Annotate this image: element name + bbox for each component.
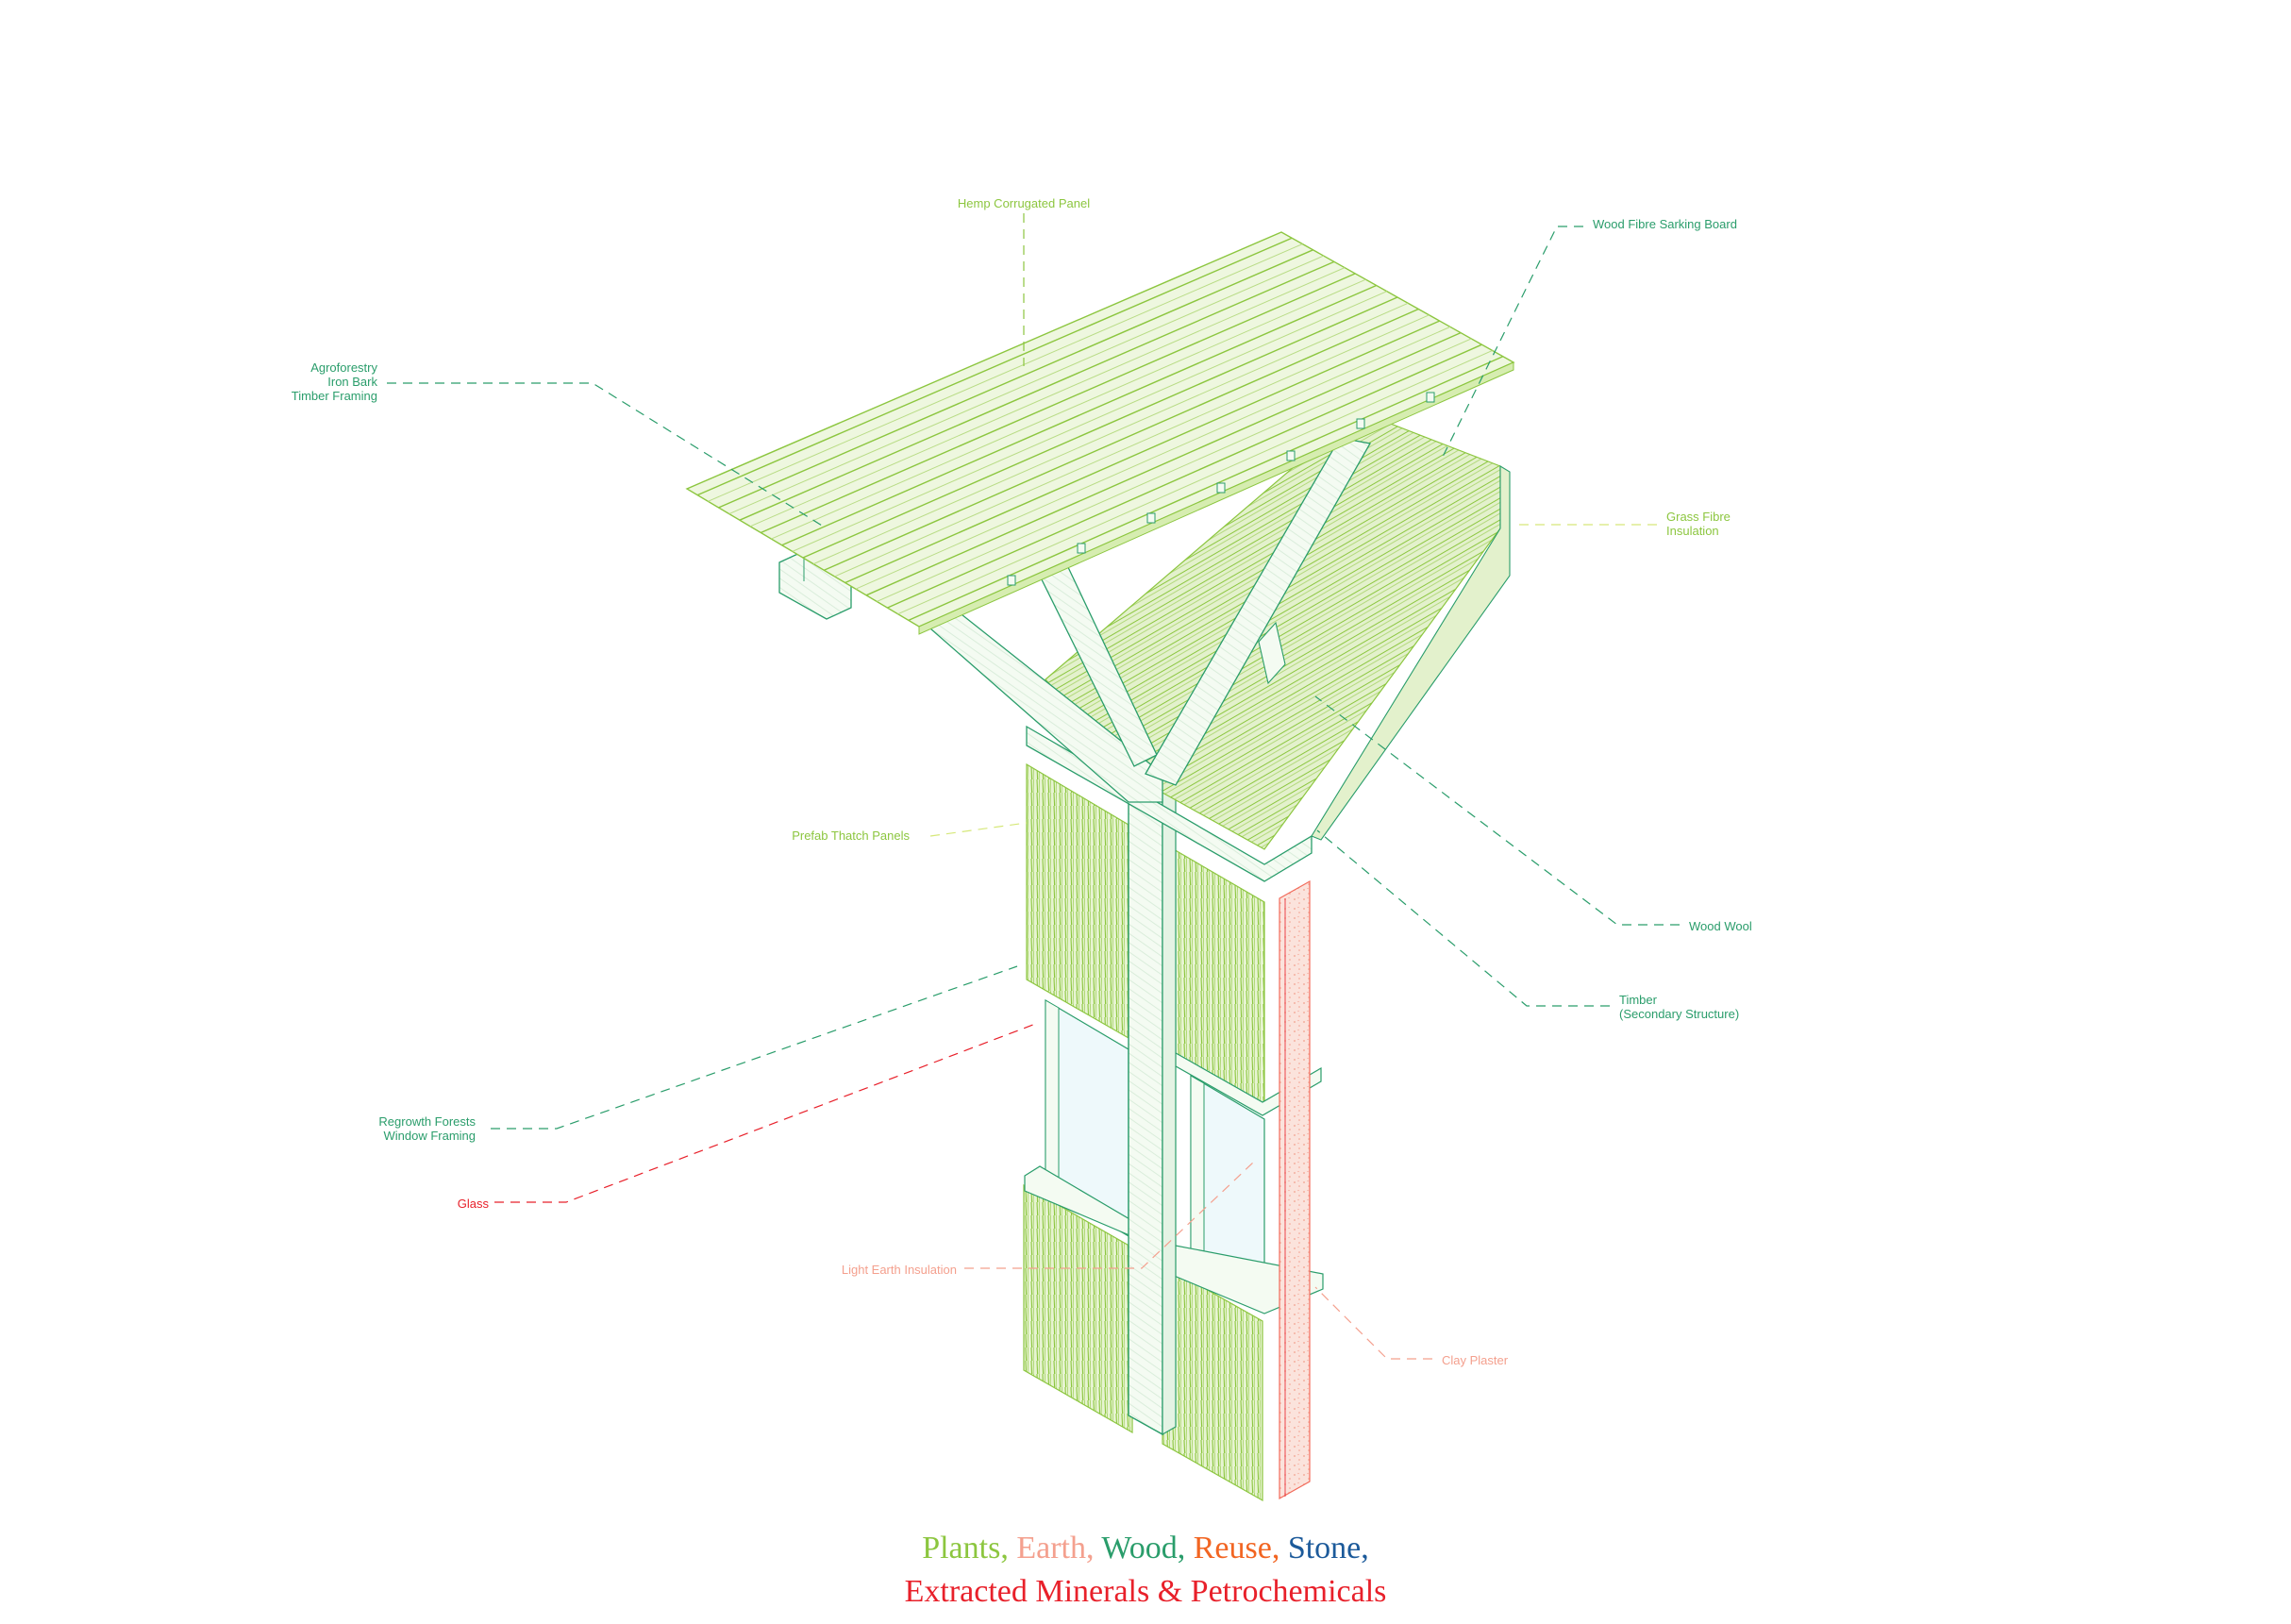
legend-reuse: Reuse,	[1193, 1531, 1280, 1565]
branch-right	[1145, 437, 1372, 786]
corrugation-line	[865, 331, 1462, 596]
thatch-panel-lower-left	[1023, 1183, 1133, 1434]
corrugation-line	[760, 273, 1356, 534]
label-glass: Glass	[457, 1197, 489, 1211]
corrugation-line	[802, 296, 1398, 559]
label-agroforestry-framing: Agroforestry Iron Bark Timber Framing	[291, 360, 377, 403]
leader-timber	[1316, 829, 1610, 1007]
leader-light-earth	[964, 1162, 1254, 1269]
corrugation-line	[844, 320, 1441, 584]
corrugation-line	[696, 237, 1293, 496]
corrugation-lines	[696, 237, 1504, 622]
legend-stone: Stone,	[1287, 1531, 1369, 1565]
corrugation-line	[718, 249, 1313, 509]
corrugation-line	[834, 314, 1430, 578]
leader-wood-wool	[1314, 695, 1680, 926]
thatch-panel-upper-left	[1026, 762, 1129, 1040]
timber-post-side	[1162, 783, 1177, 1436]
leader-thatch	[929, 822, 1028, 837]
label-grass-fibre-insulation: Grass Fibre Insulation	[1666, 510, 1731, 538]
leader-regrowth	[491, 965, 1018, 1130]
corrugation-line	[792, 291, 1388, 552]
corrugation-line	[887, 343, 1482, 609]
legend-plants: Plants,	[922, 1531, 1009, 1565]
corrugation-line	[708, 243, 1303, 502]
clay-plaster-layer	[1279, 879, 1311, 1500]
corrugation-line	[739, 260, 1335, 521]
legend-wood: Wood,	[1101, 1531, 1186, 1565]
label-clay-plaster: Clay Plaster	[1442, 1353, 1509, 1367]
label-wood-wool: Wood Wool	[1689, 919, 1752, 933]
leader-clay	[1314, 1286, 1432, 1360]
corrugation-line	[824, 308, 1419, 571]
leader-agroforestry	[387, 382, 828, 529]
label-timber-secondary: Timber (Secondary Structure)	[1619, 993, 1740, 1021]
legend-line-1: Plants, Earth, Wood, Reuse, Stone,	[0, 1527, 2291, 1570]
corrugation-line	[781, 284, 1377, 546]
corrugation-line	[812, 302, 1409, 565]
corrugation-line	[897, 349, 1493, 615]
corrugation-line	[855, 326, 1451, 590]
beam-knuckle	[1258, 621, 1286, 685]
label-prefab-thatch-panels: Prefab Thatch Panels	[792, 829, 910, 843]
roof-insulation-edge	[1311, 465, 1511, 841]
label-hemp-corrugated-panel: Hemp Corrugated Panel	[957, 196, 1091, 210]
roof-battens	[1007, 392, 1435, 586]
window-frame-left	[1045, 999, 1060, 1196]
corrugation-line	[877, 338, 1472, 602]
leader-glass	[494, 1022, 1039, 1203]
label-regrowth-window-framing: Regrowth Forests Window Framing	[378, 1114, 476, 1143]
legend-extracted: Extracted Minerals & Petrochemicals	[904, 1574, 1387, 1609]
leader-lines	[387, 213, 1680, 1360]
timber-post	[1128, 772, 1163, 1436]
window-frame-right	[1190, 1075, 1205, 1267]
label-light-earth-insulation: Light Earth Insulation	[841, 1263, 957, 1277]
timber-beam-upper	[1026, 725, 1313, 882]
corrugation-line	[728, 255, 1324, 515]
material-legend: Plants, Earth, Wood, Reuse, Stone, Extra…	[0, 1527, 2291, 1614]
label-wood-fibre-sarking-board: Wood Fibre Sarking Board	[1593, 217, 1737, 231]
legend-earth: Earth,	[1016, 1531, 1095, 1565]
leader-sarking	[1441, 226, 1583, 460]
legend-line-2: Extracted Minerals & Petrochemicals	[0, 1570, 2291, 1614]
roof-panel-edge	[918, 361, 1514, 635]
corrugation-line	[771, 278, 1366, 540]
corrugation-line	[749, 267, 1346, 527]
